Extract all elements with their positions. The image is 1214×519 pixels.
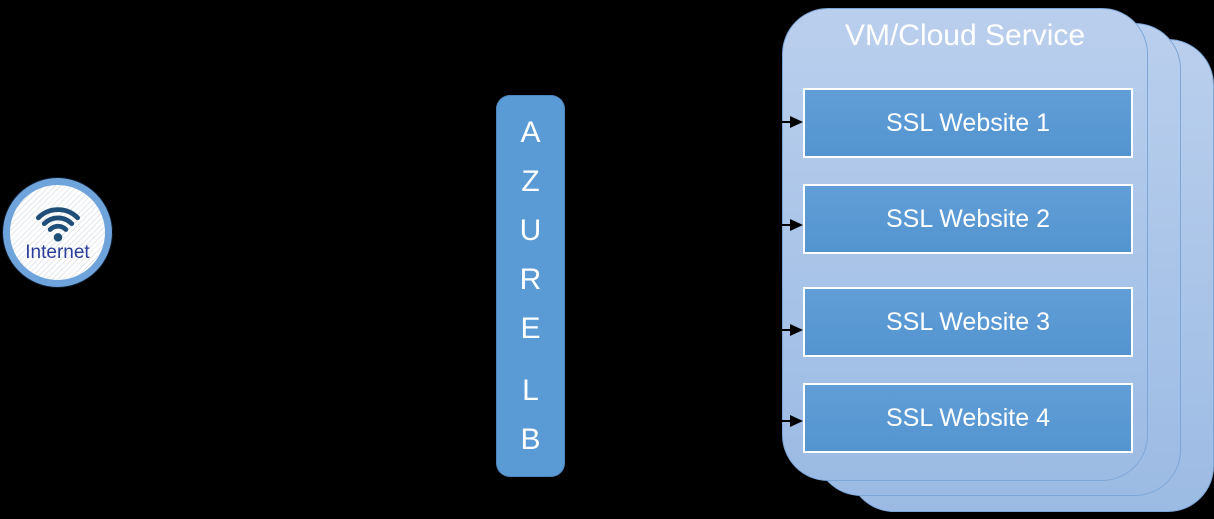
ssl-website-box-1: SSL Website 1 [803,88,1133,158]
connector-line [567,329,790,331]
lb-letter: L [522,374,539,407]
connector-lb-to-website-3 [567,324,803,336]
lb-letter: B [520,423,541,456]
arrowhead-icon [790,116,803,128]
lb-letter: A [520,116,541,149]
arrowhead-icon [790,324,803,336]
azure-lb-label-azure: A Z U R E [520,108,542,353]
ssl-website-box-3: SSL Website 3 [803,287,1133,357]
arrowhead-icon [790,415,803,427]
connector-lb-to-website-2 [567,219,803,231]
lb-letter: R [519,263,542,296]
internet-label: Internet [25,242,90,263]
azure-lb-label-lb: L B [520,366,540,464]
connector-line [567,420,790,422]
wifi-icon [35,207,80,242]
vm-card-title: VM/Cloud Service [844,19,1086,52]
connector-internet-to-lb [112,231,496,233]
azure-lb-node: A Z U R E L B [496,95,565,477]
internet-node: Internet [3,178,112,287]
ssl-website-box-2: SSL Website 2 [803,184,1133,254]
connector-lb-to-website-1 [567,116,803,128]
connector-line [567,121,790,123]
ssl-website-box-4: SSL Website 4 [803,383,1133,453]
lb-letter: U [519,214,542,247]
connector-lb-to-website-4 [567,415,803,427]
lb-letter: E [520,312,541,345]
connector-line [567,224,790,226]
lb-letter: Z [521,165,540,198]
arrowhead-icon [790,219,803,231]
